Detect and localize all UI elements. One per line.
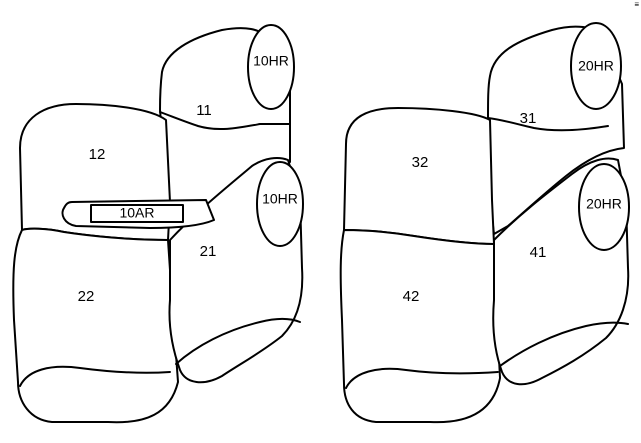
label-part-11: 11 [196,102,212,119]
left-rear-cushion-22 [12,227,179,424]
label-right-headrest-upper: 20HR [578,58,614,74]
label-left-headrest-upper: 10HR [253,53,289,69]
label-part-12: 12 [89,146,106,163]
right-headrest-upper-20HR [570,22,622,110]
label-right-headrest-lower: 20HR [586,196,622,212]
label-part-32: 32 [412,154,429,171]
label-armrest: 10AR [119,205,154,221]
label-part-21: 21 [200,243,217,260]
right-headrest-lower-20HR [578,163,630,251]
label-part-41: 41 [530,244,547,261]
corner-mark: ≡ [634,0,639,9]
label-part-22: 22 [78,288,95,305]
left-headrest-upper-10HR [247,24,295,110]
right-rear-back-32 [343,107,495,245]
right-rear-cushion-42 [339,229,501,424]
armrest-label-box [90,204,184,223]
left-headrest-lower-10HR [256,161,304,247]
label-part-31: 31 [520,110,537,127]
label-left-headrest-lower: 10HR [262,191,298,207]
right-seat [339,22,630,424]
left-seat [12,24,304,424]
label-part-42: 42 [403,288,420,305]
